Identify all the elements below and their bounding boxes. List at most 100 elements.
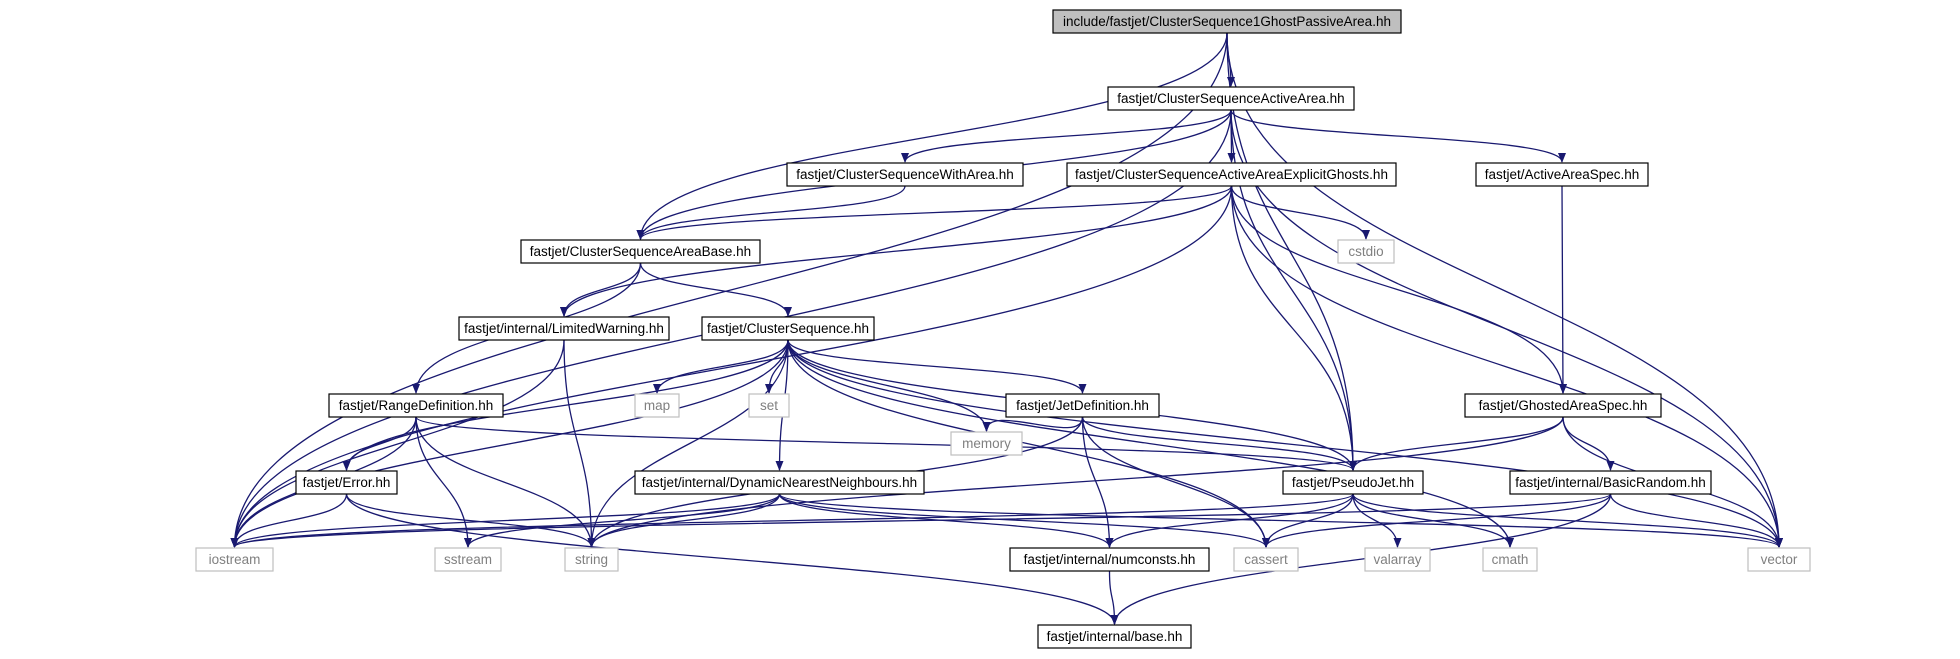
edge-jd-to-nc (1081, 416, 1114, 548)
edge-csaaeg-to-lw (560, 185, 1233, 317)
edge-csaa-to-aas (1230, 109, 1566, 163)
edge-csaaeg-to-iostream (230, 185, 1233, 548)
node-rd[interactable]: fastjet/RangeDefinition.hh (328, 393, 504, 418)
node-label-dnn: fastjet/internal/DynamicNearestNeighbour… (642, 475, 917, 490)
edge-br-to-cassert (1262, 493, 1612, 548)
edge-nc-to-base (1108, 570, 1119, 625)
node-dnn[interactable]: fastjet/internal/DynamicNearestNeighbour… (634, 470, 925, 495)
node-box-jd[interactable] (1005, 393, 1160, 418)
node-cs[interactable]: fastjet/ClusterSequence.hh (701, 316, 875, 341)
node-label-br: fastjet/internal/BasicRandom.hh (1515, 475, 1706, 490)
node-box-iostream (195, 547, 274, 572)
node-box-lw[interactable] (458, 316, 670, 341)
node-cstdio: cstdio (1337, 239, 1395, 264)
node-box-base[interactable] (1037, 624, 1192, 649)
edge-rd-to-sstream (415, 416, 472, 548)
node-box-csaa[interactable] (1107, 86, 1355, 111)
node-box-cswa[interactable] (786, 162, 1024, 187)
node-label-csab: fastjet/ClusterSequenceAreaBase.hh (530, 244, 751, 259)
node-box-csab[interactable] (520, 239, 761, 264)
node-label-cstdio: cstdio (1348, 244, 1383, 259)
node-box-dnn[interactable] (634, 470, 925, 495)
node-label-cmath: cmath (1492, 552, 1529, 567)
edge-root-to-iostream (230, 32, 1228, 548)
edge-br-to-iostream (230, 493, 1612, 548)
node-box-cs[interactable] (701, 316, 875, 341)
node-vector: vector (1747, 547, 1811, 572)
node-box-pj[interactable] (1282, 470, 1424, 495)
node-box-gas[interactable] (1464, 393, 1662, 418)
edge-cs-to-map (653, 339, 789, 394)
node-box-map (634, 393, 680, 418)
node-label-aas: fastjet/ActiveAreaSpec.hh (1485, 167, 1640, 182)
node-box-cstdio (1337, 239, 1395, 264)
node-box-br[interactable] (1509, 470, 1712, 495)
edge-gas-to-br (1562, 416, 1615, 471)
edge-cs-to-iostream (230, 339, 789, 548)
node-nc[interactable]: fastjet/internal/numconsts.hh (1009, 547, 1210, 572)
node-br[interactable]: fastjet/internal/BasicRandom.hh (1509, 470, 1712, 495)
node-label-map: map (644, 398, 670, 413)
edge-root-to-vector (1226, 32, 1783, 548)
node-pj[interactable]: fastjet/PseudoJet.hh (1282, 470, 1424, 495)
node-gas[interactable]: fastjet/GhostedAreaSpec.hh (1464, 393, 1662, 418)
edge-root-to-csab (636, 32, 1228, 240)
edge-pj-to-nc (1105, 493, 1354, 548)
node-label-memory: memory (962, 436, 1011, 451)
edge-br-to-vector (1609, 493, 1783, 548)
edge-cs-to-memory (787, 339, 991, 432)
node-label-root: include/fastjet/ClusterSequence1GhostPas… (1063, 14, 1391, 29)
edge-lw-to-iostream (230, 339, 565, 548)
node-box-set (748, 393, 790, 418)
edge-cswa-to-csab (636, 185, 906, 240)
edge-gas-to-string (587, 416, 1564, 548)
edge-err-to-iostream (230, 493, 348, 548)
node-box-nc[interactable] (1009, 547, 1210, 572)
edge-csaaeg-to-gas (1230, 185, 1567, 394)
node-box-string (564, 547, 619, 572)
node-box-err[interactable] (295, 470, 398, 495)
edge-dnn-to-sstream (464, 493, 781, 548)
node-label-lw: fastjet/internal/LimitedWarning.hh (464, 321, 664, 336)
node-label-vector: vector (1761, 552, 1798, 567)
edge-lw-to-string (563, 339, 596, 548)
node-box-sstream (434, 547, 502, 572)
edge-dnn-to-cassert (778, 493, 1270, 548)
node-csab[interactable]: fastjet/ClusterSequenceAreaBase.hh (520, 239, 761, 264)
edges-layer (230, 32, 1783, 625)
edge-rd-to-err (342, 416, 417, 471)
node-aas[interactable]: fastjet/ActiveAreaSpec.hh (1475, 162, 1649, 187)
node-box-vector (1747, 547, 1811, 572)
edge-br-to-base (1110, 493, 1612, 625)
node-box-rd[interactable] (328, 393, 504, 418)
node-cswa[interactable]: fastjet/ClusterSequenceWithArea.hh (786, 162, 1024, 187)
edge-pj-to-iostream (230, 493, 1354, 548)
edge-pj-to-valarray (1352, 493, 1402, 548)
node-box-csaaeg[interactable] (1066, 162, 1397, 187)
edge-rd-to-pj (415, 416, 1357, 471)
edge-csab-to-cs (639, 262, 792, 317)
node-err[interactable]: fastjet/Error.hh (295, 470, 398, 495)
node-label-set: set (760, 398, 778, 413)
edge-jd-to-cassert (1081, 416, 1270, 548)
node-label-csaaeg: fastjet/ClusterSequenceActiveAreaExplici… (1075, 167, 1388, 182)
edge-csaaeg-to-csab (636, 185, 1233, 240)
node-csaa[interactable]: fastjet/ClusterSequenceActiveArea.hh (1107, 86, 1355, 111)
node-csaaeg[interactable]: fastjet/ClusterSequenceActiveAreaExplici… (1066, 162, 1397, 187)
node-root[interactable]: include/fastjet/ClusterSequence1GhostPas… (1052, 9, 1402, 34)
edge-cs-to-err (342, 339, 789, 471)
node-jd[interactable]: fastjet/JetDefinition.hh (1005, 393, 1160, 418)
node-box-root[interactable] (1052, 9, 1402, 34)
node-label-pj: fastjet/PseudoJet.hh (1292, 475, 1414, 490)
node-label-csaa: fastjet/ClusterSequenceActiveArea.hh (1117, 91, 1344, 106)
node-base[interactable]: fastjet/internal/base.hh (1037, 624, 1192, 649)
node-cmath: cmath (1482, 547, 1538, 572)
node-box-aas[interactable] (1475, 162, 1649, 187)
edge-csaaeg-to-vector (1230, 185, 1783, 548)
node-memory: memory (950, 431, 1023, 456)
node-lw[interactable]: fastjet/internal/LimitedWarning.hh (458, 316, 670, 341)
node-label-jd: fastjet/JetDefinition.hh (1016, 398, 1149, 413)
node-label-cswa: fastjet/ClusterSequenceWithArea.hh (796, 167, 1014, 182)
